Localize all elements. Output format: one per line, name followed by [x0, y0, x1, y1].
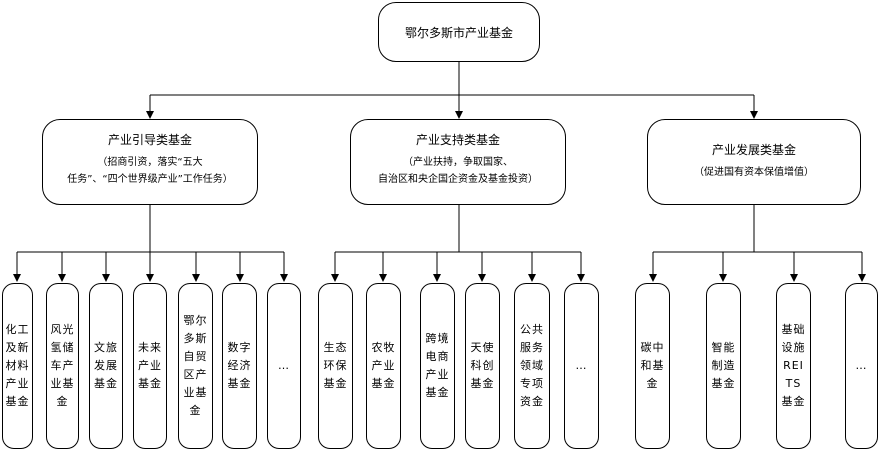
root-label: 鄂尔多斯市产业基金 — [404, 25, 513, 40]
leaf-label: 跨境 电商 产业 基金 — [425, 332, 450, 399]
category-title: 产业发展类基金 — [711, 143, 796, 157]
category-title: 产业支持类基金 — [415, 133, 500, 147]
leaf-node: … — [564, 283, 599, 449]
leaf-label: 基础 设施 REI TS 基金 — [781, 323, 806, 408]
category-desc: （招商引资，落实“五大 任务”、“四个世界级产业”工作任务） — [67, 157, 233, 185]
leaf-node: 鄂尔 多斯 自贸 区产 业基 金 — [178, 283, 213, 449]
category-node-support: 产业支持类基金 （产业扶持，争取国家、 自治区和央企国企资金及基金投资） — [350, 119, 566, 205]
category-node-guidance: 产业引导类基金 （招商引资，落实“五大 任务”、“四个世界级产业”工作任务） — [42, 119, 258, 205]
root-node: 鄂尔多斯市产业基金 — [378, 2, 540, 62]
leaf-node: 风光 氢储 车产 业基 金 — [46, 283, 79, 449]
leaf-label: 鄂尔 多斯 自贸 区产 业基 金 — [183, 314, 208, 417]
leaf-node: 跨境 电商 产业 基金 — [420, 283, 455, 449]
leaf-label: 天使 科创 基金 — [470, 341, 495, 390]
leaf-label: 数字 经济 基金 — [227, 341, 252, 390]
leaf-node: 公共 服务 领域 专项 资金 — [514, 283, 550, 449]
category-desc: （促进国有资本保值增值） — [694, 167, 814, 178]
leaf-node: 生态 环保 基金 — [318, 283, 353, 449]
leaf-label: 未来 产业 基金 — [138, 341, 162, 390]
category-title: 产业引导类基金 — [107, 133, 192, 147]
leaf-node: 化工 及新 材料 产业 基金 — [2, 283, 33, 449]
leaf-node: 数字 经济 基金 — [222, 283, 257, 449]
leaf-label: 智能 制造 基金 — [711, 341, 736, 390]
leaf-node: 文旅 发展 基金 — [89, 283, 123, 449]
leaf-label: 风光 氢储 车产 业基 金 — [50, 323, 75, 408]
leaf-node: 农牧 产业 基金 — [366, 283, 401, 449]
leaf-label: 生态 环保 基金 — [323, 341, 348, 390]
leaf-label: 化工 及新 材料 产业 基金 — [5, 323, 30, 408]
leaf-node: 未来 产业 基金 — [133, 283, 167, 449]
leaf-node: … — [845, 283, 878, 449]
leaf-node: 智能 制造 基金 — [706, 283, 741, 449]
leaf-label: 碳中 和基 金 — [640, 341, 665, 390]
leaf-label: … — [575, 359, 588, 372]
leaf-label: … — [855, 359, 868, 372]
leaf-node: 碳中 和基 金 — [635, 283, 670, 449]
category-desc: （产业扶持，争取国家、 自治区和央企国企资金及基金投资） — [378, 157, 538, 185]
leaf-node: … — [267, 283, 301, 449]
leaf-node: 天使 科创 基金 — [465, 283, 500, 449]
leaf-label: 农牧 产业 基金 — [371, 341, 396, 390]
leaf-node: 基础 设施 REI TS 基金 — [776, 283, 811, 449]
leaf-label: 文旅 发展 基金 — [94, 341, 118, 390]
leaf-label: 公共 服务 领域 专项 资金 — [520, 323, 544, 408]
category-node-development: 产业发展类基金 （促进国有资本保值增值） — [647, 119, 861, 205]
leaf-label: … — [278, 359, 290, 372]
